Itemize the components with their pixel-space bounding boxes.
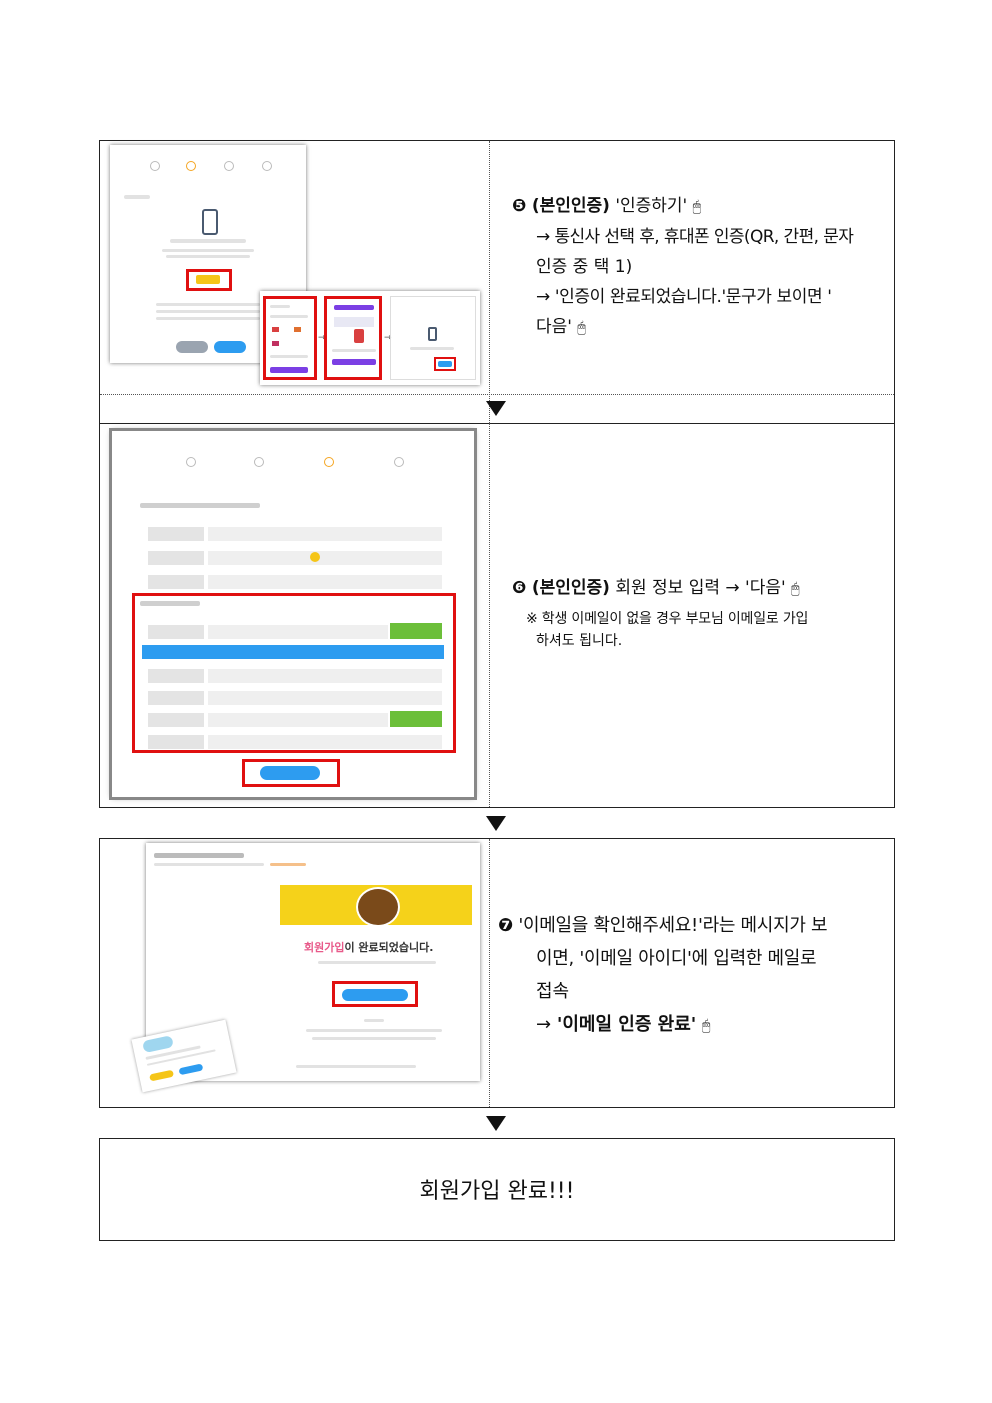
down-arrow-icon: [486, 816, 506, 831]
step7-description: ❼ '이메일을 확인해주세요!'라는 메시지가 보 이면, '이메일 아이디'에…: [498, 909, 888, 1043]
instruction-emphasis: '이메일 인증 완료': [556, 1014, 697, 1035]
step5-table: → → ❺ (본인인증) '인증하기' 🖱 → 통신사 선택 후, 휴대폰 인증…: [99, 140, 895, 424]
column-divider: [489, 141, 490, 423]
instruction-line: → 통신사 선택 후, 휴대폰 인증(QR, 간편, 문자: [536, 227, 854, 247]
final-box: 회원가입 완료!!!: [99, 1138, 895, 1241]
step-tag: (본인인증): [531, 196, 610, 216]
down-arrow-icon: [486, 1116, 506, 1131]
note-line: 하셔도 됩니다.: [536, 633, 623, 649]
completion-headline: 회원가입이 완료되었습니다.: [304, 941, 434, 954]
previous-button[interactable]: [176, 341, 208, 353]
email-confirmation-screenshot: 회원가입이 완료되었습니다.: [146, 843, 480, 1081]
arrow-right-icon: →: [536, 1014, 552, 1035]
member-info-form-screenshot: [112, 431, 474, 797]
final-message: 회원가입 완료!!!: [419, 1179, 575, 1204]
address-search-button[interactable]: [390, 711, 442, 727]
verify-button-highlight: [186, 269, 232, 291]
step6-table: ❻ (본인인증) 회원 정보 입력 → '다음' 🖱 ※ 학생 이메일이 없을 …: [99, 423, 895, 808]
arrow-right-icon: →: [384, 333, 392, 343]
duplicate-check-button[interactable]: [390, 623, 442, 639]
note-line: ※ 학생 이메일이 없을 경우 부모님 이메일로 가입: [526, 611, 809, 627]
mouse-icon: 🖱: [702, 1018, 711, 1034]
verify-button[interactable]: [196, 275, 220, 284]
instruction-line: 인증 중 택 1): [536, 257, 633, 277]
carrier-select-highlight: [263, 296, 317, 380]
instruction-line: 다음': [536, 317, 572, 337]
step-number-badge: ❼: [498, 915, 513, 936]
instruction-line: → '인증이 완료되었습니다.'문구가 보이면 ': [536, 287, 832, 307]
auth-method-highlight: [324, 296, 382, 380]
next-button[interactable]: [214, 341, 246, 353]
next-button-highlight: [242, 759, 340, 787]
row-divider: [100, 394, 894, 395]
step-title: '인증하기': [615, 196, 688, 216]
column-divider: [489, 423, 490, 807]
arrow-right-icon: →: [318, 333, 326, 343]
phone-icon: [202, 209, 218, 235]
step7-table: 회원가입이 완료되었습니다. ❼ '이메일을 확인해주세요!'라는 메시지가 보…: [99, 838, 895, 1108]
step-tag: (본인인증): [531, 578, 610, 598]
mouse-icon: 🖱: [791, 581, 800, 597]
instruction-line: 이면, '이메일 아이디'에 입력한 메일로: [536, 948, 817, 969]
next-button-highlight: [434, 357, 456, 371]
step6-description: ❻ (본인인증) 회원 정보 입력 → '다음' 🖱 ※ 학생 이메일이 없을 …: [512, 573, 887, 652]
note: ※ 학생 이메일이 없을 경우 부모님 이메일로 가입 하셔도 됩니다.: [512, 608, 887, 652]
step-number-badge: ❻: [512, 578, 527, 598]
identity-verification-screenshot: [110, 145, 306, 363]
email-verify-highlight: [332, 981, 418, 1007]
step-number-badge: ❺: [512, 196, 527, 216]
mascot-logo: [356, 887, 400, 927]
guardian-info-highlight: [132, 593, 456, 753]
step5-description: ❺ (본인인증) '인증하기' 🖱 → 통신사 선택 후, 휴대폰 인증(QR,…: [512, 191, 887, 343]
next-button[interactable]: [260, 766, 320, 780]
email-verify-button[interactable]: [342, 989, 408, 1001]
mouse-icon: 🖱: [692, 199, 702, 215]
instruction-line: 접속: [536, 981, 570, 1002]
step-title: 회원 정보 입력 → '다음': [615, 578, 786, 598]
down-arrow-icon: [486, 401, 506, 416]
next-button[interactable]: [438, 361, 452, 367]
instruction-line: '이메일을 확인해주세요!'라는 메시지가 보: [518, 915, 828, 936]
column-divider: [489, 839, 490, 1107]
mouse-icon: 🖱: [577, 320, 586, 336]
phone-icon: [428, 327, 437, 341]
carrier-auth-flow-screenshot: → →: [260, 291, 480, 385]
